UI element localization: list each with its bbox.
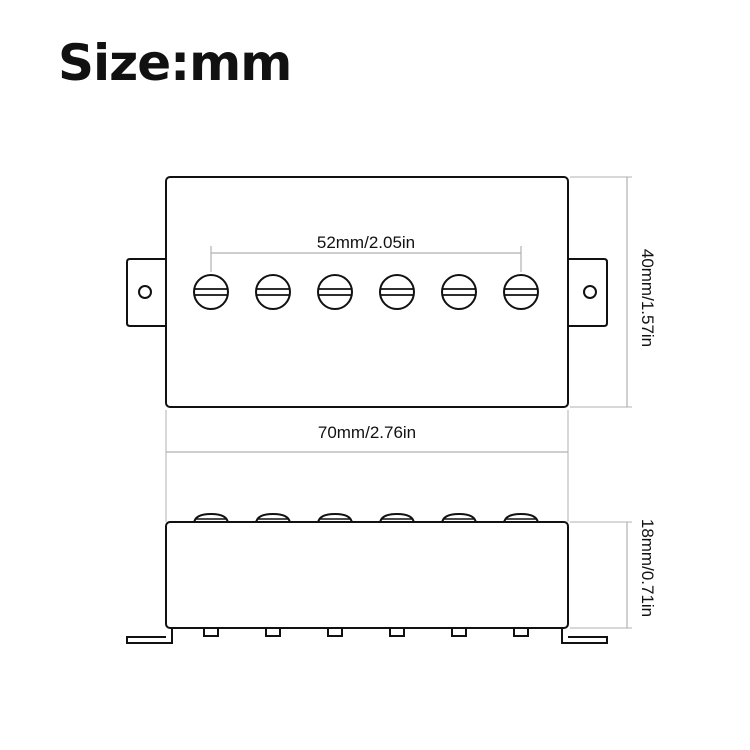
- pole-screw: [441, 274, 477, 310]
- pole-end-bottom: [203, 627, 219, 637]
- pole-end-bottom: [265, 627, 281, 637]
- height-label: 40mm/1.57in: [638, 249, 657, 347]
- pole-screw: [503, 274, 539, 310]
- depth-label: 18mm/0.71in: [638, 519, 657, 617]
- left-mounting-hole: [138, 285, 152, 299]
- right-mounting-hole: [583, 285, 597, 299]
- right-baseplate-foot: [561, 628, 608, 644]
- pickup-cover-side: [165, 521, 569, 629]
- pole-end-bottom: [451, 627, 467, 637]
- pole-spacing-label: 52mm/2.05in: [317, 233, 415, 252]
- pole-end-bottom: [327, 627, 343, 637]
- left-mounting-ear: [126, 258, 166, 327]
- width-label: 70mm/2.76in: [318, 423, 416, 442]
- pole-screw: [379, 274, 415, 310]
- pole-screw: [193, 274, 229, 310]
- height-dimension: 40mm/1.57in: [570, 176, 657, 408]
- pole-screw: [317, 274, 353, 310]
- bottom-pole-ends: [203, 627, 529, 637]
- pole-screws: [193, 274, 539, 310]
- page-title: Size:mm: [58, 34, 292, 92]
- right-mounting-ear: [568, 258, 608, 327]
- pole-end-bottom: [389, 627, 405, 637]
- depth-dimension: 18mm/0.71in: [570, 519, 657, 629]
- width-dimension: 70mm/2.76in: [165, 410, 569, 522]
- pickup-top-view: 52mm/2.05in: [126, 176, 608, 408]
- pole-end-bottom: [513, 627, 529, 637]
- pole-screw-heads-side: [193, 512, 539, 524]
- pickup-cover-top: [165, 176, 569, 408]
- pickup-side-view: [126, 512, 608, 644]
- pole-screw: [255, 274, 291, 310]
- left-baseplate-foot: [126, 628, 173, 644]
